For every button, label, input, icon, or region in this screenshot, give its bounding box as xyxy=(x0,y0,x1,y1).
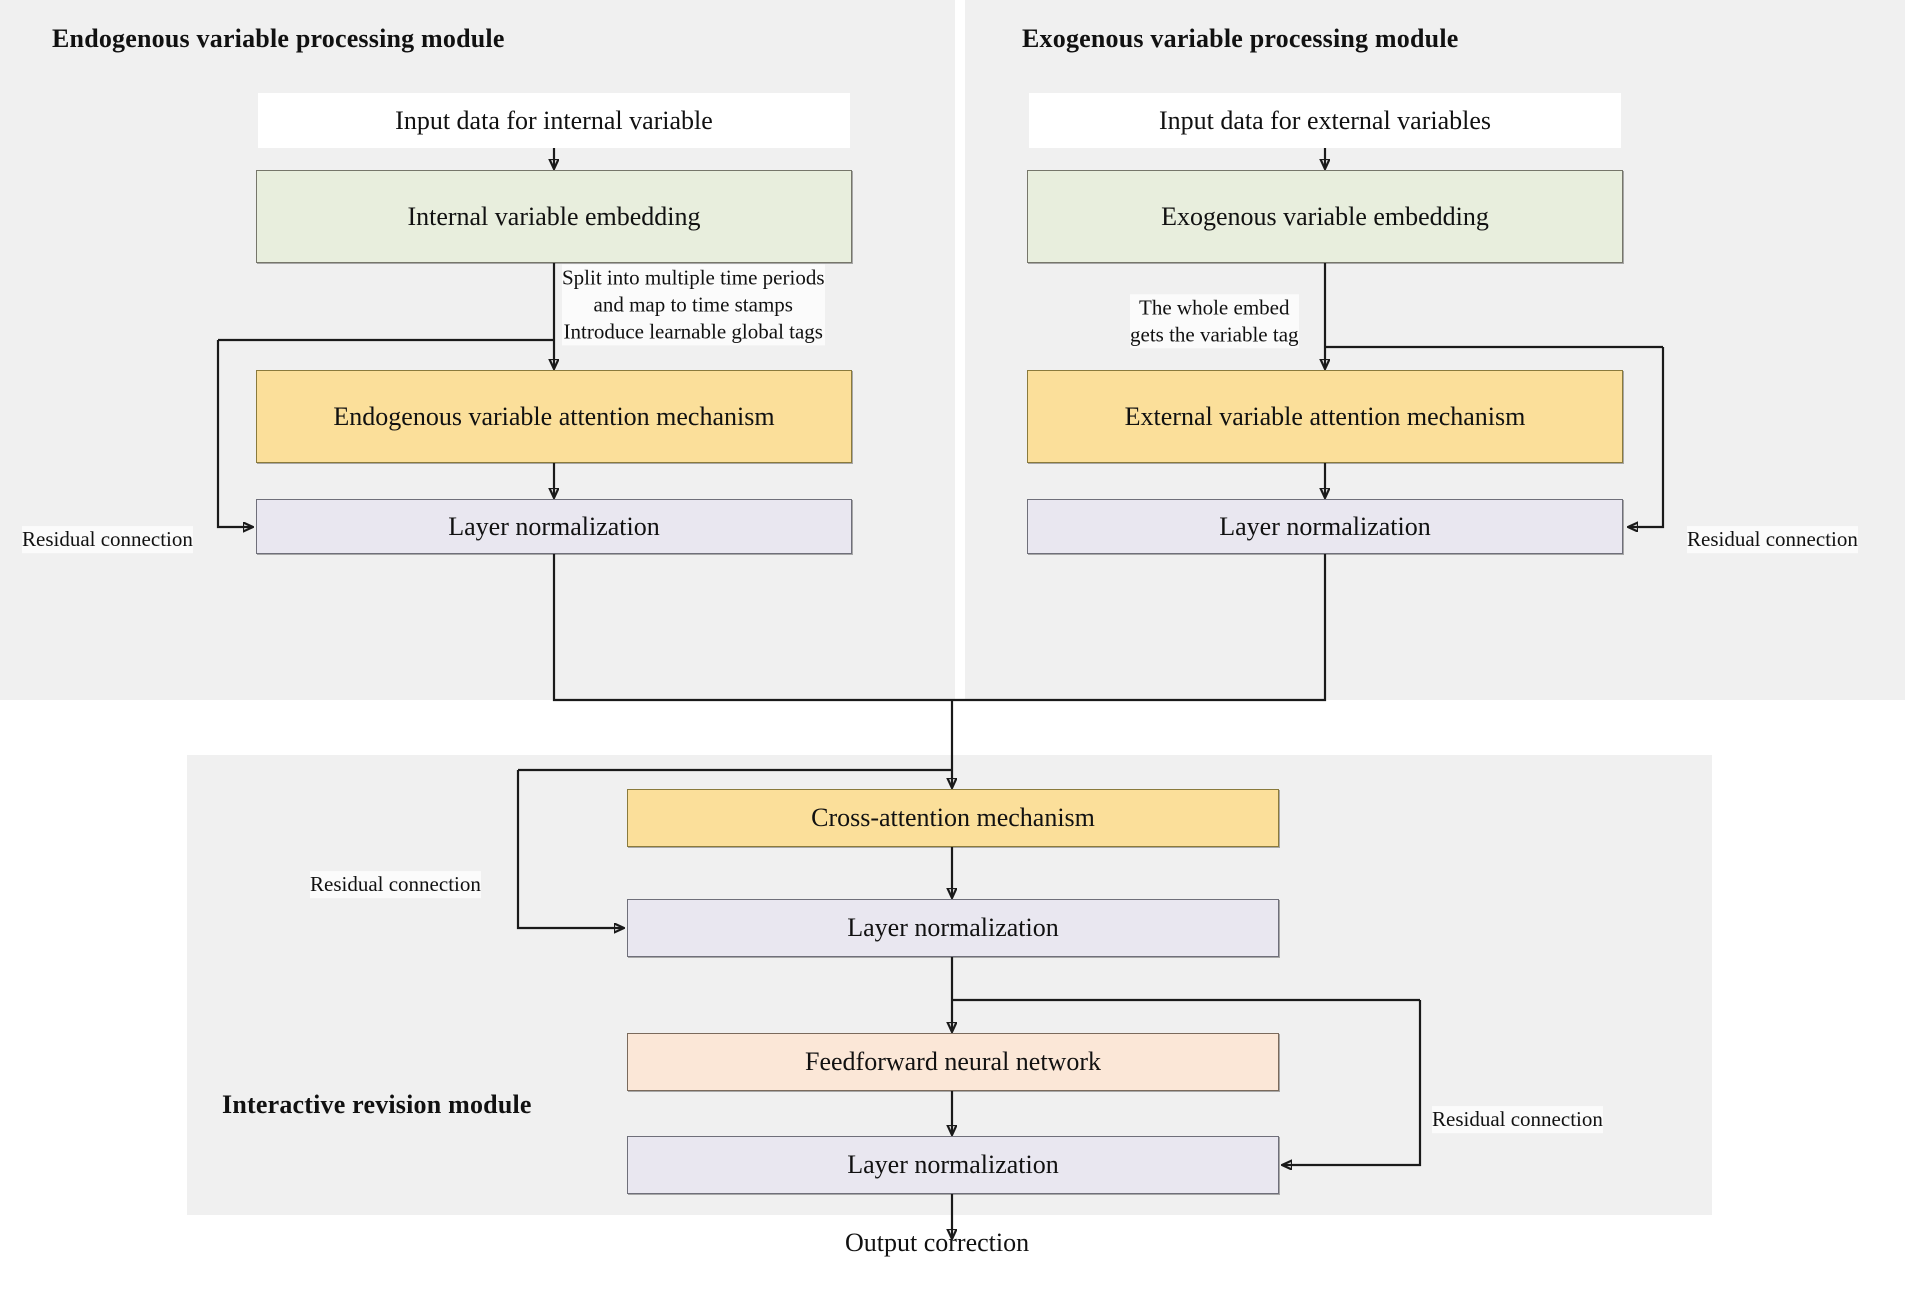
node-exogenous-input[interactable]: Input data for external variables xyxy=(1029,93,1621,148)
node-interactive-layernorm-1[interactable]: Layer normalization xyxy=(627,899,1279,957)
annotation-line-2: gets the variable tag xyxy=(1130,322,1299,347)
exogenous-module-title: Exogenous variable processing module xyxy=(1022,24,1459,53)
node-feedforward[interactable]: Feedforward neural network xyxy=(627,1033,1279,1091)
exogenous-embedding-annotation: The whole embed gets the variable tag xyxy=(1130,294,1299,348)
annotation-line-1: Split into multiple time periods xyxy=(562,265,825,290)
output-correction-label: Output correction xyxy=(845,1228,1030,1257)
node-exogenous-layernorm[interactable]: Layer normalization xyxy=(1027,499,1623,554)
exogenous-residual-label: Residual connection xyxy=(1687,526,1858,553)
endogenous-module-title: Endogenous variable processing module xyxy=(52,24,505,53)
annotation-line-1: The whole embed xyxy=(1139,295,1290,320)
node-endogenous-input[interactable]: Input data for internal variable xyxy=(258,93,850,148)
interactive-residual-label-top: Residual connection xyxy=(310,871,481,898)
interactive-residual-label-bottom: Residual connection xyxy=(1432,1106,1603,1133)
interactive-module-title: Interactive revision module xyxy=(222,1090,532,1119)
node-endogenous-attention[interactable]: Endogenous variable attention mechanism xyxy=(256,370,852,463)
node-endogenous-layernorm[interactable]: Layer normalization xyxy=(256,499,852,554)
endogenous-embedding-annotation: Split into multiple time periods and map… xyxy=(562,264,825,345)
node-endogenous-embedding[interactable]: Internal variable embedding xyxy=(256,170,852,263)
endogenous-residual-label: Residual connection xyxy=(22,526,193,553)
annotation-line-2: and map to time stamps xyxy=(593,292,793,317)
annotation-line-3: Introduce learnable global tags xyxy=(563,319,823,344)
node-interactive-layernorm-2[interactable]: Layer normalization xyxy=(627,1136,1279,1194)
node-exogenous-embedding[interactable]: Exogenous variable embedding xyxy=(1027,170,1623,263)
node-cross-attention[interactable]: Cross-attention mechanism xyxy=(627,789,1279,847)
node-exogenous-attention[interactable]: External variable attention mechanism xyxy=(1027,370,1623,463)
